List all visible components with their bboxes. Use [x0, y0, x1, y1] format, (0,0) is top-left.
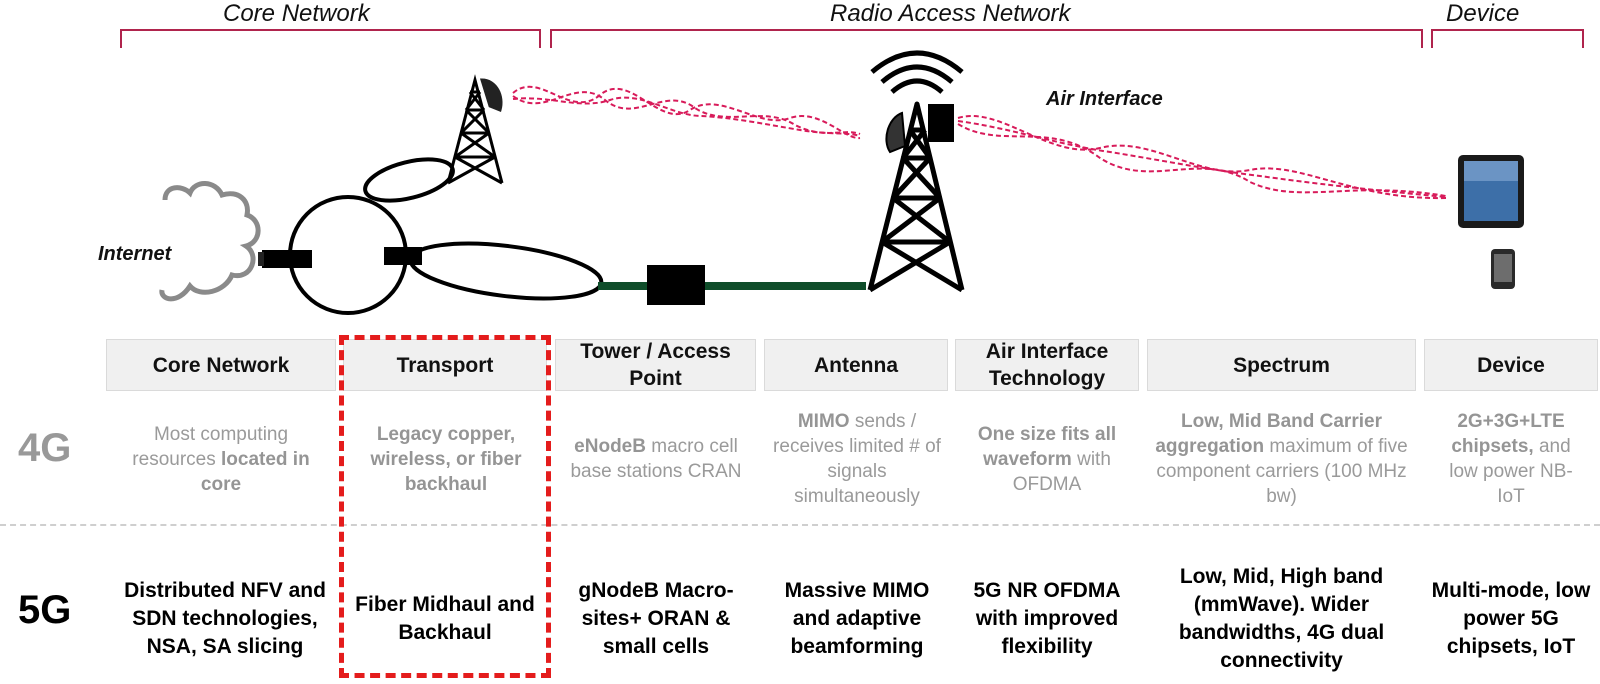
signal-waves-icon	[870, 50, 964, 94]
cell-5g-device: Multi-mode, low power 5G chipsets, IoT	[1431, 579, 1591, 658]
header-spectrum: Spectrum	[1147, 339, 1416, 391]
cell-text-regular: and low power NB-IoT	[1449, 436, 1573, 507]
section-title-radio-access-network: Radio Access Network	[830, 0, 1071, 27]
cell-text-regular: macro cell base stations CRAN	[570, 436, 742, 482]
cell-5g-core-network: Distributed NFV and SDN technologies, NS…	[124, 579, 326, 658]
cell-text-regular: with OFDMA	[1012, 448, 1111, 495]
row-label-5g: 5G	[18, 588, 72, 632]
cell-text-bold: eNodeB	[574, 436, 646, 457]
transport-highlight-box	[339, 335, 551, 678]
cell-4g-device: 2G+3G+LTE chipsets, and low power NB-IoT	[1436, 404, 1586, 514]
header-transport: Transport	[343, 339, 547, 391]
cell-4g-antenna: MIMO sends / receives limited # of signa…	[768, 404, 946, 514]
header-air-interface-technology: Air Interface Technology	[955, 339, 1139, 391]
cell-4g-air-interface: One size fits all waveform with OFDMA	[958, 404, 1136, 514]
cell-5g-air-interface: 5G NR OFDMA with improved flexibility	[973, 579, 1121, 658]
internet-connector-tip	[258, 252, 264, 266]
cell-text-bold: located in core	[200, 448, 310, 495]
cell-text: 2G+3G+LTE chipsets, and low power NB-IoT	[1436, 409, 1586, 509]
cell-text: Most computing resources located in core	[110, 422, 332, 497]
air-interface-label: Air Interface	[1046, 88, 1163, 110]
cell-4g-core-network: Most computing resources located in core	[110, 404, 332, 514]
cell-text: eNodeB macro cell base stations CRAN	[558, 434, 754, 484]
cell-text: Low, Mid Band Carrier aggregation maximu…	[1150, 409, 1413, 509]
microwave-tower-icon	[446, 74, 504, 185]
bracket-device	[1431, 29, 1584, 48]
cell-text-bold: 2G+3G+LTE chipsets,	[1451, 411, 1565, 457]
core-to-transport-connector	[384, 247, 422, 265]
transport-backhaul-loop	[408, 241, 604, 301]
row-divider	[0, 524, 1600, 526]
cell-5g-tower-access-point: gNodeB Macro-sites+ ORAN & small cells	[578, 579, 734, 658]
bracket-radio-access-network	[550, 29, 1423, 48]
cell-text-regular: maximum of five component carriers (100 …	[1156, 436, 1408, 507]
row-label-4g: 4G	[18, 426, 72, 470]
cell-text-bold: MIMO	[797, 411, 850, 432]
internet-cloud-icon	[159, 181, 261, 302]
internet-label: Internet	[98, 243, 172, 265]
cell-4g-transport: Legacy copper, wireless, or fiber backha…	[352, 404, 540, 514]
cell-5g-antenna: Massive MIMO and adaptive beamforming	[784, 579, 930, 658]
cell-text-bold: Low, Mid Band Carrier aggregation	[1155, 411, 1382, 457]
tower-antenna-panel	[928, 104, 954, 142]
section-title-core-network: Core Network	[223, 0, 370, 27]
cell-4g-spectrum: Low, Mid Band Carrier aggregation maximu…	[1150, 404, 1413, 514]
cell-text-bold: One size fits all waveform	[977, 423, 1117, 470]
header-tower-access-point: Tower / Access Point	[555, 339, 756, 391]
cell-text: MIMO sends / receives limited # of signa…	[768, 409, 946, 509]
section-title-device: Device	[1446, 0, 1520, 27]
internet-connector	[262, 250, 312, 268]
header-core-network: Core Network	[106, 339, 336, 391]
network-illustration	[120, 29, 1584, 315]
header-device: Device	[1424, 339, 1598, 391]
cell-text-regular: Most computing resources	[132, 423, 289, 470]
wireless-backhaul-loop	[363, 157, 455, 203]
fiber-node-box	[647, 265, 705, 305]
tablet-icon	[1458, 155, 1524, 228]
cell-tower-icon	[867, 101, 965, 293]
microwave-signal	[512, 85, 861, 140]
header-antenna: Antenna	[764, 339, 948, 391]
tower-dish	[885, 111, 907, 154]
cell-text-regular: sends / receives limited # of signals si…	[773, 411, 941, 507]
cell-text: One size fits all waveform with OFDMA	[958, 422, 1136, 497]
cell-5g-spectrum: Low, Mid, High band (mmWave). Wider band…	[1178, 565, 1385, 672]
bracket-core-network	[120, 29, 541, 48]
air-interface-signal	[957, 115, 1447, 200]
cell-text: Legacy copper, wireless, or fiber backha…	[352, 422, 540, 497]
cell-5g-transport: Fiber Midhaul and Backhaul	[355, 593, 535, 644]
cell-4g-tower-access-point: eNodeB macro cell base stations CRAN	[558, 404, 754, 514]
cell-text-bold: Legacy copper, wireless, or fiber backha…	[370, 423, 522, 495]
phone-icon	[1491, 249, 1515, 289]
